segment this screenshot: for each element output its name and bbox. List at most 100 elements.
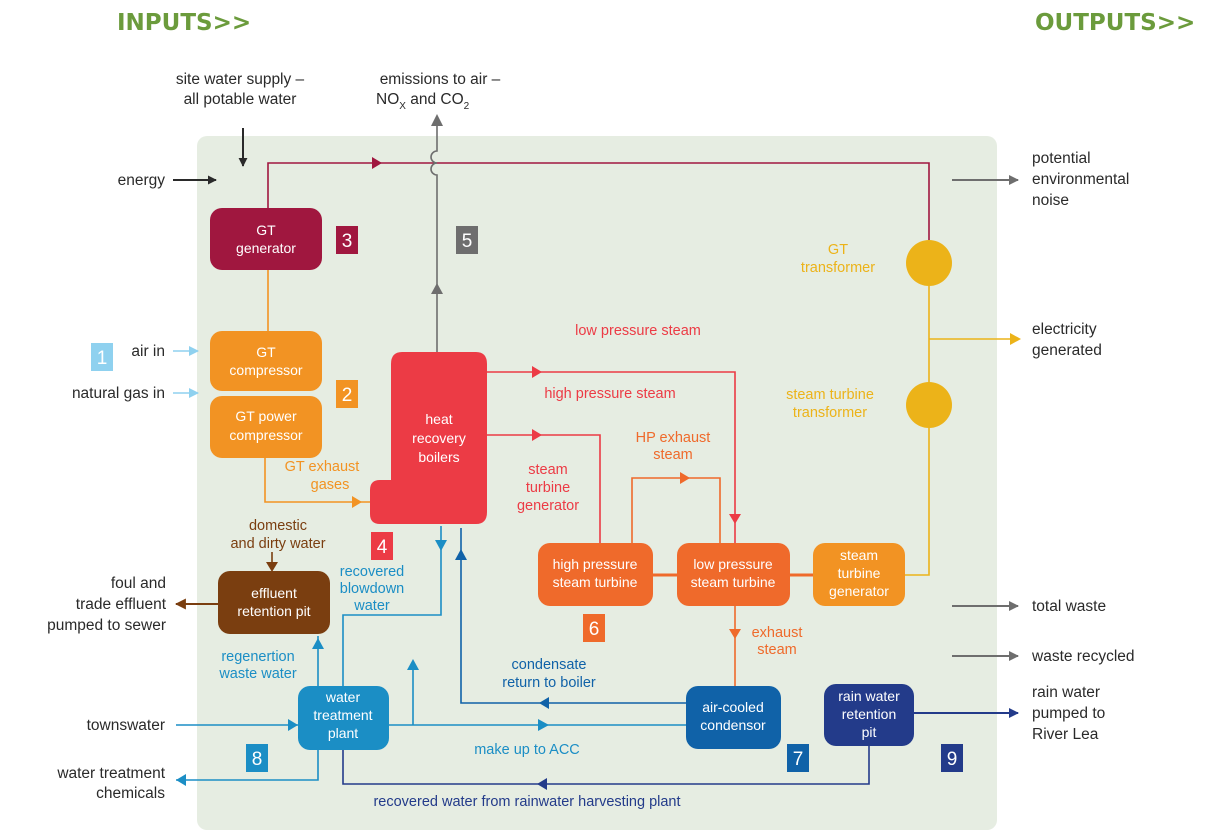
lp-turbine-label-2: steam turbine [691,574,776,590]
st-transformer-circle [906,382,952,428]
heat-recovery-label-3: boilers [418,449,459,465]
heat-recovery-label-1: heat [425,411,452,427]
badge-8: 8 [246,744,268,772]
low-pressure-steam-label: low pressure steam [575,323,701,339]
rain-pit-label-1: rain water [838,688,900,704]
gt-generator-label-1: GT [256,222,276,238]
exhaust-steam-label-1: exhaust [752,625,803,641]
exhaust-steam-arrow [729,629,741,639]
rain-pit-label-3: pit [862,724,877,740]
svg-text:7: 7 [793,749,804,770]
svg-text:1: 1 [97,348,108,369]
st-transformer-label-2: transformer [793,405,867,421]
gt-power-line [267,162,930,240]
emissions-label-1: emissions to air – [380,71,501,88]
steam-lines [487,371,736,543]
townswater-arrow [288,719,298,731]
steam-turbine-generator-box: steam turbine generator [813,543,905,606]
hp-exhaust-label-1: HP exhaust [636,430,711,446]
st-generator-label-1: steam [840,547,878,563]
regeneration-arrow [312,638,324,649]
gt-power-compressor-box: GT power compressor [210,396,322,458]
acc-label-2: condensor [700,717,766,733]
stack-mid-arrow [431,283,443,294]
gt-power-compressor-label-1: GT power [235,408,297,424]
blowdown-label-2: blowdown [340,581,405,597]
plant-boundary-panel [197,136,997,830]
rain-pit-label-2: retention [842,706,896,722]
rain-water-retention-pit-box: rain water retention pit [824,684,914,746]
hp-turbine-label-1: high pressure [553,556,638,572]
stg-steam-arrow [532,429,542,441]
water-treatment-label-2: treatment [313,707,372,723]
blowdown-arrow [435,540,447,551]
gt-exhaust-arrow [352,496,362,508]
wt-chemicals-label-2: chemicals [96,785,165,802]
water-treatment-label-3: plant [328,725,358,741]
lp-steam-turbine-box: low pressure steam turbine [677,543,790,606]
st-generator-label-3: generator [829,583,889,599]
heat-recovery-boilers-box: heat recovery boilers [370,352,487,524]
badge-3: 3 [336,226,358,254]
st-transformer-label-1: steam turbine [786,387,874,403]
gt-power-compressor-label-2: compressor [229,427,302,443]
gt-transformer-label-1: GT [828,242,848,258]
badge-6: 6 [583,614,605,642]
effluent-retention-pit-box: effluent retention pit [218,571,330,634]
recovered-rain-label: recovered water from rainwater harvestin… [373,794,680,810]
inputs-header: INPUTS>> [117,10,251,36]
svg-text:2: 2 [342,385,353,406]
townswater-label: townswater [87,717,165,734]
badge-9: 9 [941,744,963,772]
gt-generator-label-2: generator [236,240,296,256]
stg-steam-label-2: turbine [526,480,570,496]
hp-steam-turbine-box: high pressure steam turbine [538,543,653,606]
water-treatment-label-1: water [325,689,361,705]
lp-turbine-label-1: low pressure [693,556,773,572]
hp-exhaust-arrow [680,472,690,484]
makeup-label: make up to ACC [474,742,580,758]
svg-text:6: 6 [589,619,600,640]
emissions-stack-line [430,118,438,352]
electricity-lines [905,286,1010,576]
rain-pumped-label-3: River Lea [1032,726,1099,743]
water-lines [176,526,686,781]
gt-exhaust-line [264,458,370,503]
blowdown-label-1: recovered [340,564,404,580]
regeneration-label-1: regenertion [221,649,294,665]
foul-effluent-label-2: trade effluent [76,596,167,613]
wt-chemicals-label-1: water treatment [56,765,165,782]
gt-compressor-label-2: compressor [229,362,302,378]
domestic-water-arrow [266,562,278,572]
effluent-pit-label-1: effluent [251,585,297,601]
svg-text:3: 3 [342,231,353,252]
recovered-rain-arrow [537,778,547,790]
air-in-label: air in [131,343,165,360]
site-water-label-2: all potable water [184,91,297,108]
hp-exhaust-line [631,477,721,543]
gt-transformer-circle [906,240,952,286]
domestic-water-label-1: domestic [249,518,307,534]
energy-label: energy [118,172,166,189]
condensate-line [460,528,686,704]
svg-text:9: 9 [947,749,958,770]
svg-text:8: 8 [252,749,263,770]
gt-power-arrow [372,157,382,169]
st-generator-label-2: turbine [838,565,881,581]
electricity-label-1: electricity [1032,321,1097,338]
noise-label-2: environmental [1032,171,1129,188]
heat-recovery-label-2: recovery [412,430,466,446]
badge-1: 1 [91,343,113,371]
regeneration-label-2: waste water [218,666,297,682]
acc-label-1: air-cooled [702,699,763,715]
exhaust-steam-label-2: steam [757,642,797,658]
svg-text:4: 4 [377,537,388,558]
gt-exhaust-label-1: GT exhaust [285,459,360,475]
makeup-arrow [538,719,549,731]
condensate-up-arrow [455,549,467,560]
electricity-arrow [1010,333,1021,345]
water-treatment-plant-box: water treatment plant [298,686,389,750]
condensate-label-1: condensate [512,657,587,673]
makeup-branch-arrow [407,659,419,670]
